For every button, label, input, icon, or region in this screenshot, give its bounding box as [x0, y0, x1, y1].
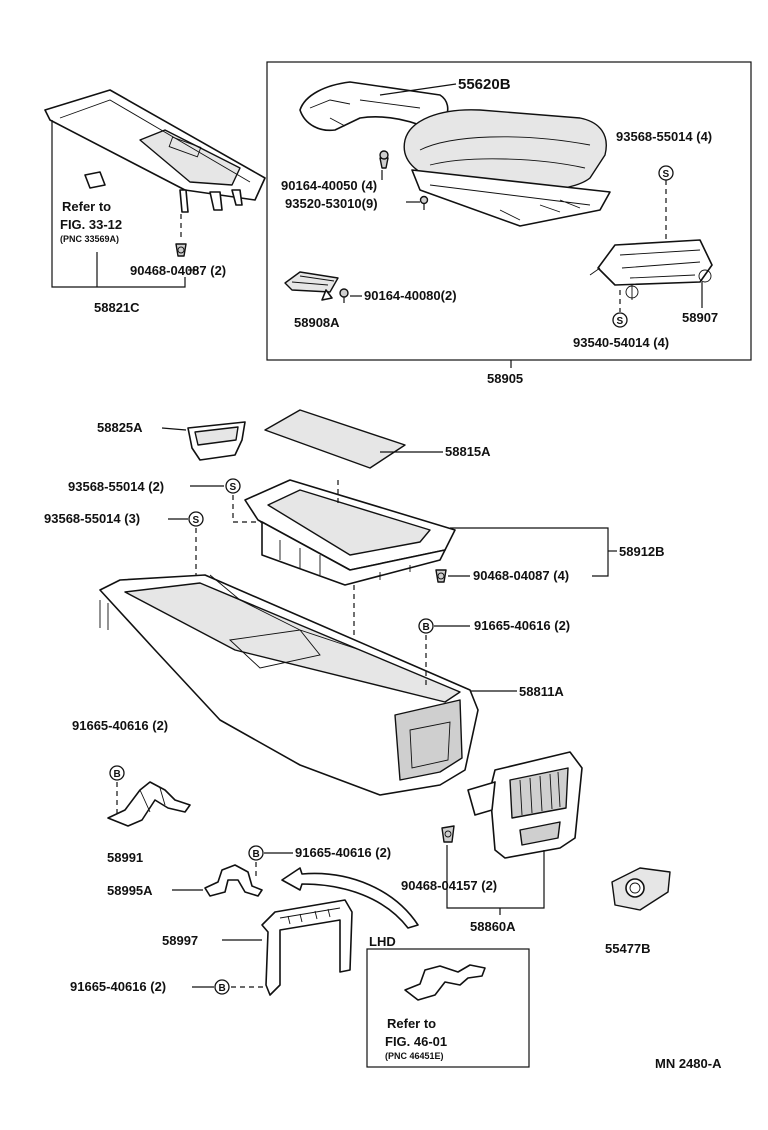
s-symbol-icon: S [225, 478, 241, 494]
svg-text:B: B [219, 983, 226, 994]
clip-90468-04087-icon [175, 243, 187, 257]
lhd-box [366, 948, 530, 1068]
b-symbol-icon: B [109, 765, 125, 781]
part-58821C-panel [44, 89, 266, 213]
part-58860A-vent [467, 751, 583, 859]
leader-58860A-bracket [446, 845, 545, 909]
leader-55620B [379, 83, 457, 96]
s-symbol-icon: S [658, 165, 674, 181]
ref-46-01-line2: FIG. 46-01 [385, 1034, 447, 1049]
part-58825A-cup [187, 421, 246, 461]
label-58821C: 58821C [94, 300, 140, 315]
svg-text:B: B [253, 849, 260, 860]
assembly-box-58905 [266, 61, 752, 361]
ref-46-01-line1: Refer to [387, 1016, 436, 1031]
label-90468-04157: 90468-04157 (2) [401, 878, 497, 893]
b-symbol-icon: B [214, 979, 230, 995]
screw-93520-53010-icon [419, 195, 429, 210]
label-58815A: 58815A [445, 444, 491, 459]
ref-33-12-line2: FIG. 33-12 [60, 217, 122, 232]
diagram-code: MN 2480-A [655, 1056, 722, 1071]
part-58995A-bracket [204, 864, 263, 897]
label-58991: 58991 [107, 850, 143, 865]
b-symbol-icon: B [418, 618, 434, 634]
label-58860A: 58860A [470, 919, 516, 934]
s-symbol-icon: S [612, 312, 628, 328]
label-58907: 58907 [682, 310, 718, 325]
ref-33-12-line3: (PNC 33569A) [60, 234, 119, 244]
label-58908A: 58908A [294, 315, 340, 330]
svg-text:S: S [193, 515, 200, 526]
label-58997: 58997 [162, 933, 198, 948]
svg-text:S: S [617, 316, 624, 327]
svg-text:S: S [230, 482, 237, 493]
label-90468-04087-2: 90468-04087 (2) [130, 263, 226, 278]
leader-58912B-bracket [450, 527, 609, 577]
clip-90468-04087-icon [435, 569, 447, 583]
s-symbol-icon: S [188, 511, 204, 527]
lhd-label: LHD [369, 934, 396, 949]
part-armrest-lid [299, 81, 611, 227]
label-58905: 58905 [487, 371, 523, 386]
ref-46-01-line3: (PNC 46451E) [385, 1051, 444, 1061]
label-90468-04087-4: 90468-04087 (4) [473, 568, 569, 583]
label-93520-53010: 93520-53010(9) [285, 196, 378, 211]
label-90164-40080: 90164-40080(2) [364, 288, 457, 303]
part-58991-bracket [107, 781, 191, 827]
part-58912B-box [244, 479, 456, 586]
label-93568-55014-3: 93568-55014 (3) [44, 511, 140, 526]
leader-58825A [161, 427, 187, 431]
screw-90164-40080-icon [339, 288, 349, 303]
label-58995A: 58995A [107, 883, 153, 898]
label-58912B: 58912B [619, 544, 665, 559]
label-93568-55014-2: 93568-55014 (2) [68, 479, 164, 494]
label-91665-40616-a: 91665-40616 (2) [474, 618, 570, 633]
label-58825A: 58825A [97, 420, 143, 435]
part-58815A-mat [264, 409, 406, 469]
arrow-curve [281, 867, 419, 929]
label-91665-40616-c: 91665-40616 (2) [295, 845, 391, 860]
label-93568-55014-4: 93568-55014 (4) [616, 129, 712, 144]
label-55477B: 55477B [605, 941, 651, 956]
part-58811A-console [99, 574, 479, 796]
label-91665-40616-d: 91665-40616 (2) [70, 979, 166, 994]
ref-33-12-line1: Refer to [62, 199, 111, 214]
label-90164-40050: 90164-40050 (4) [281, 178, 377, 193]
label-55620B: 55620B [458, 76, 511, 93]
leader-93568-55014-2-drop [232, 495, 262, 523]
part-58907-hinge [589, 239, 713, 300]
svg-text:B: B [114, 769, 121, 780]
label-58811A: 58811A [519, 684, 564, 699]
clip-90164-40050-icon [379, 150, 389, 169]
svg-text:B: B [423, 622, 430, 633]
part-lhd-bracket [404, 964, 486, 1001]
part-55477B-bezel [611, 867, 671, 911]
label-91665-40616-b: 91665-40616 (2) [72, 718, 168, 733]
part-58908A-bracket [284, 271, 339, 301]
b-symbol-icon: B [248, 845, 264, 861]
svg-text:S: S [663, 169, 670, 180]
leader-58821C-panel-bracket [51, 120, 186, 288]
label-93540-54014: 93540-54014 (4) [573, 335, 669, 350]
part-58997-bracket [261, 899, 353, 996]
clip-90468-04157-icon [441, 825, 455, 843]
